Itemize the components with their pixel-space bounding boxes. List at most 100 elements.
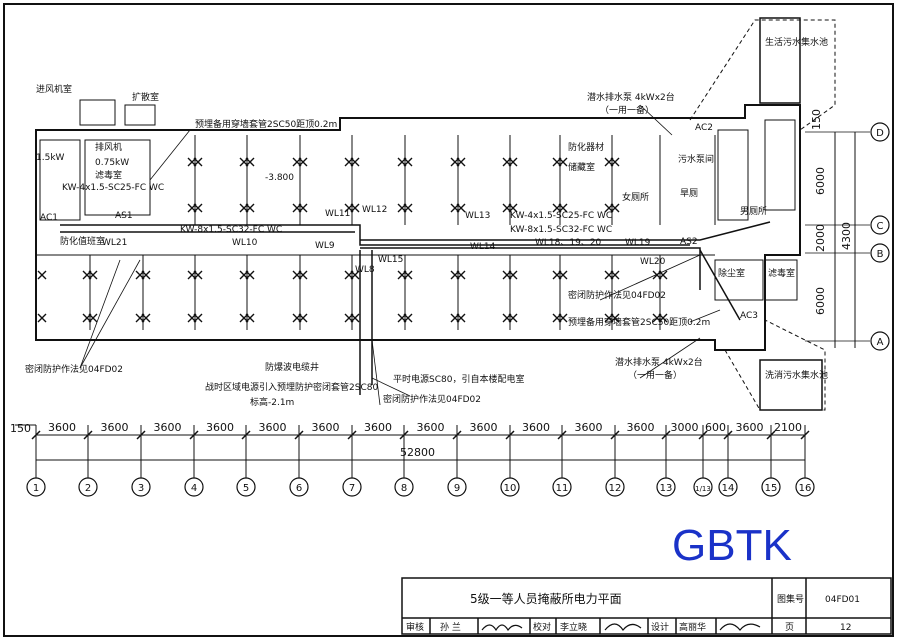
- axis-bubble: [693, 477, 713, 497]
- check-name: 李立晓: [560, 621, 587, 633]
- axis-bubble: [289, 477, 309, 497]
- page-label: 页: [785, 622, 794, 633]
- atlas-label: 图集号: [777, 593, 804, 605]
- axis-label: 11: [556, 483, 569, 494]
- axis-label: 5: [243, 483, 249, 494]
- socket-icon: [350, 270, 360, 280]
- vdim-2000: 2000: [814, 224, 827, 252]
- socket-icon: [88, 270, 98, 280]
- axis-bubble: [26, 477, 46, 497]
- socket-icon: [558, 313, 568, 323]
- circuit-wl19: WL19: [625, 238, 651, 248]
- check-label: 校对: [533, 621, 551, 633]
- room-expansion: 扩散室: [132, 91, 159, 103]
- axis-bubble: [500, 477, 520, 497]
- axis-label: 1: [33, 483, 39, 494]
- atlas-number: 04FD01: [825, 595, 860, 605]
- vdim-150: 150: [810, 109, 823, 130]
- axis-bubble: [605, 477, 625, 497]
- axis-label: 9: [454, 483, 460, 494]
- seal-note-right: 密闭防护作法见04FD02: [568, 289, 666, 301]
- dimension-lines: [15, 132, 856, 461]
- circuit-lines: [60, 221, 771, 395]
- drawing-title: 5级一等人员掩蔽所电力平面: [470, 592, 622, 606]
- row-axis-bubble: [870, 331, 890, 351]
- bay-dimension: 2100: [774, 421, 802, 434]
- room-water-pump: 污水泵间: [678, 153, 714, 165]
- left-offset-dim: 150: [10, 422, 31, 435]
- axis-label: 8: [401, 483, 407, 494]
- axis-label: 13: [660, 483, 673, 494]
- bay-dimension: 3600: [736, 421, 764, 434]
- bay-dimension: 600: [705, 421, 726, 434]
- floor-level: -3.800: [265, 173, 294, 183]
- bay-dimension: 3600: [575, 421, 603, 434]
- axis-label: 1/13: [695, 485, 711, 493]
- cable-4: KW-8x1.5-SC32-FC WC: [510, 225, 612, 235]
- wartime-supply: 战时区域电源引入预埋防护密闭套管2SC80: [205, 381, 378, 393]
- seal-note-bottom: 密闭防护作法见04FD02: [383, 393, 481, 405]
- socket-icon: [403, 203, 413, 213]
- axis-label: 7: [349, 483, 355, 494]
- room-male-toilet: 男厕所: [740, 206, 767, 217]
- room-duty: 防化值班室: [60, 235, 105, 247]
- socket-icon: [558, 270, 568, 280]
- socket-icon: [456, 203, 466, 213]
- socket-icon: [658, 270, 668, 280]
- socket-icon: [403, 270, 413, 280]
- socket-icon: [193, 203, 203, 213]
- sewage-pools: [689, 19, 836, 411]
- axis-label: 15: [765, 483, 778, 494]
- room-fire-pool: 洗消污水集水池: [765, 369, 828, 381]
- socket-icon: [141, 313, 151, 323]
- bay-dimension: 3600: [470, 421, 498, 434]
- socket-icon: [610, 157, 620, 167]
- circuit-labels: WL11 WL12 WL13 WL14 WL15 WL10 WL9 WL8 WL…: [40, 123, 758, 321]
- axis-bubble: [795, 477, 815, 497]
- circuit-wl13: WL13: [465, 211, 490, 221]
- signature-review: [481, 624, 523, 632]
- axis-label: 3: [138, 483, 144, 494]
- bay-dimension: 3600: [417, 421, 445, 434]
- pipe-note-top: 预埋备用穿墙套管2SC50距顶0.2m: [195, 118, 337, 130]
- row-axis-label: D: [876, 128, 884, 139]
- box-as1: AS1: [115, 211, 133, 221]
- bay-dimension: 3600: [364, 421, 392, 434]
- peacetime-supply: 平时电源SC80，引自本楼配电室: [393, 373, 524, 385]
- room-dry-toilet: 旱厕: [680, 188, 698, 199]
- socket-icon: [456, 313, 466, 323]
- circuit-wl15: WL15: [378, 255, 403, 265]
- drawing-frame: [3, 3, 894, 637]
- socket-icon: [508, 157, 518, 167]
- building-outline: [35, 104, 801, 351]
- axis-bubble: [656, 477, 676, 497]
- design-label: 设计: [651, 621, 669, 633]
- explosion-shaft: 防爆波电缆井: [265, 361, 319, 373]
- socket-icon: [610, 270, 620, 280]
- socket-icon: [558, 203, 568, 213]
- axis-bubble: [552, 477, 572, 497]
- leader-lines: [79, 104, 721, 406]
- total-dim: 52800: [400, 446, 435, 459]
- axis-bubble: [236, 477, 256, 497]
- bay-dimension: 3600: [206, 421, 234, 434]
- socket-icon: [350, 313, 360, 323]
- bay-dimension: 3600: [522, 421, 550, 434]
- fan-power: 0.75kW: [95, 158, 129, 168]
- socket-icon: [37, 313, 47, 323]
- room-female-toilet: 女厕所: [622, 191, 649, 203]
- title-block: [401, 577, 892, 635]
- pool-boxes: [759, 17, 823, 411]
- circuit-wl21: WL21: [102, 238, 127, 248]
- pump-top: 潜水排水泵 4kWx2台: [587, 91, 675, 103]
- room-storage: 储藏室: [568, 161, 595, 173]
- circuit-wl8: WL8: [355, 265, 375, 275]
- seal-note-left: 密闭防护作法见04FD02: [25, 363, 123, 375]
- elevation-note: 标高-2.1m: [250, 396, 294, 408]
- room-fresh-air: 进风机室: [36, 83, 72, 95]
- row-axis-label: B: [877, 249, 884, 260]
- vdim-6000a: 6000: [814, 167, 827, 195]
- cable-2: KW-8x1.5-SC32-FC WC: [180, 225, 282, 235]
- fan-power-2: 1.5kW: [36, 153, 65, 163]
